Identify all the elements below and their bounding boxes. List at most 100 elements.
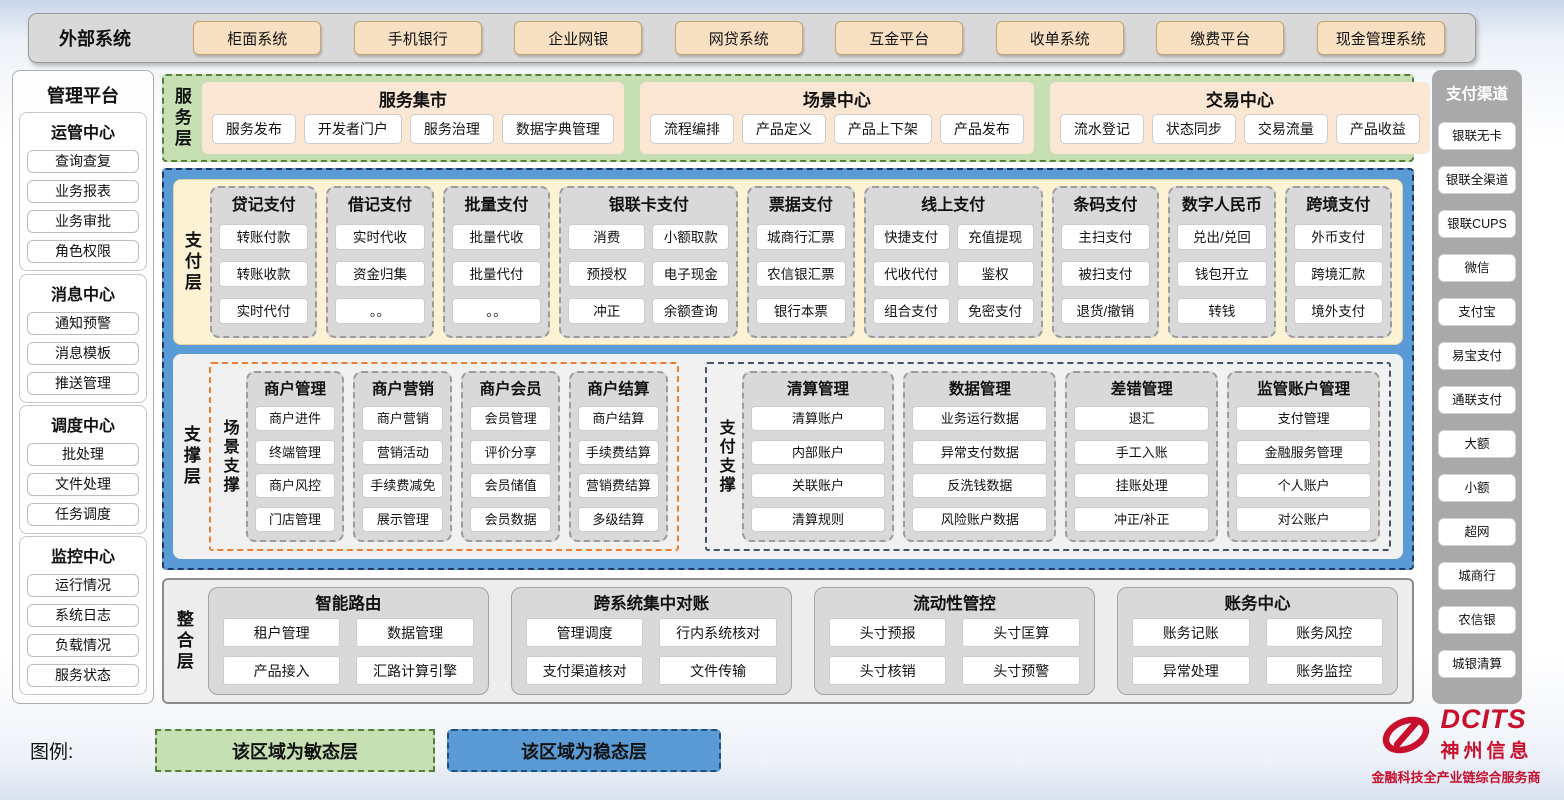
management-group-title: 消息中心 — [50, 286, 115, 304]
payment-item-box: 城商行汇票 — [756, 224, 846, 251]
management-item-box: 负载情况 — [27, 634, 139, 657]
support-item-box: 对公账户 — [1236, 506, 1372, 532]
payment-row: 批量代收 — [451, 219, 542, 256]
payment-row: 。。 — [451, 292, 542, 329]
payment-item-box: 退货/撤销 — [1060, 297, 1151, 324]
payment-item-box: 钱包开立 — [1177, 261, 1267, 287]
management-group: 运管中心查询查复业务报表业务审批角色权限 — [19, 112, 147, 272]
support-item-box: 评价分享 — [470, 439, 552, 465]
payment-row: 城商行汇票 — [756, 219, 846, 256]
service-centers: 服务集市服务发布开发者门户服务治理数据字典管理场景中心流程编排产品定义产品上下架… — [201, 82, 1430, 154]
integration-layer: 整合层 智能路由租户管理数据管理产品接入汇路计算引擎跨系统集中对账管理调度行内系… — [162, 578, 1414, 704]
management-item-box: 文件处理 — [27, 472, 139, 496]
payment-row: 实时代付 — [218, 292, 309, 329]
support-column-items: 商户结算手续费结算营销费结算多级结算 — [578, 402, 659, 533]
management-item-box: 服务状态 — [27, 664, 139, 687]
management-platform-panel: 管理平台 运管中心查询查复业务报表业务审批角色权限消息中心通知预警消息模板推送管… — [12, 70, 154, 704]
payment-column-title: 条码支付 — [1073, 197, 1138, 214]
support-column-title: 数据管理 — [948, 381, 1011, 398]
payment-column: 票据支付城商行汇票农信银汇票银行本票 — [747, 186, 855, 338]
support-column: 清算管理清算账户内部账户关联账户清算规则 — [741, 371, 895, 542]
service-layer: 服务层 服务集市服务发布开发者门户服务治理数据字典管理场景中心流程编排产品定义产… — [162, 74, 1430, 162]
integration-group: 账务中心账务记账账务风控异常处理账务监控 — [1116, 587, 1399, 695]
support-group: 场景支撑商户管理商户进件终端管理商户风控门店管理商户营销商户营销营销活动手续费减… — [208, 362, 679, 551]
payment-column-title: 借记支付 — [348, 197, 413, 214]
external-system-box: 网贷系统 — [674, 21, 803, 55]
integration-item-box: 文件传输 — [659, 656, 777, 685]
support-item-box: 手续费减免 — [362, 473, 444, 499]
integration-item-box: 租户管理 — [222, 618, 341, 647]
management-group-title: 监控中心 — [50, 549, 115, 566]
support-column-title: 差错管理 — [1110, 381, 1173, 398]
management-group: 调度中心批处理文件处理任务调度 — [19, 404, 147, 534]
payment-row: 快捷支付充值提现 — [872, 219, 1034, 256]
integration-groups: 智能路由租户管理数据管理产品接入汇路计算引擎跨系统集中对账管理调度行内系统核对支… — [207, 587, 1399, 695]
payment-layer: 支付层 贷记支付转账付款转账收款实时代付借记支付实时代收资金归集。。批量支付批量… — [173, 179, 1403, 345]
payment-channel-box: 通联支付 — [1438, 386, 1516, 414]
support-column-title: 商户结算 — [587, 381, 650, 398]
payment-item-box: 电子现金 — [652, 261, 730, 287]
service-center: 交易中心流水登记状态同步交易流量产品收益 — [1049, 82, 1430, 154]
integration-item-box: 头寸核销 — [828, 656, 947, 685]
service-item-box: 状态同步 — [1151, 114, 1236, 144]
dcits-logo-cn: 神州信息 — [1440, 741, 1533, 762]
payment-channel-box: 银联全渠道 — [1438, 166, 1516, 194]
payment-item-box: 银行本票 — [756, 297, 846, 324]
payment-row: 钱包开立 — [1177, 256, 1267, 293]
payment-column: 借记支付实时代收资金归集。。 — [326, 186, 434, 338]
payment-item-box: 兑出/兑回 — [1177, 224, 1267, 251]
support-column-items: 商户营销营销活动手续费减免展示管理 — [362, 402, 444, 533]
payment-row: 退货/撤销 — [1060, 292, 1151, 329]
integration-group-title: 流动性管控 — [913, 595, 996, 613]
support-column: 商户结算商户结算手续费结算营销费结算多级结算 — [569, 371, 668, 542]
external-system-box: 企业网银 — [514, 21, 643, 55]
payment-columns: 贷记支付转账付款转账收款实时代付借记支付实时代收资金归集。。批量支付批量代收批量… — [209, 186, 1393, 338]
payment-item-box: 代收代付 — [872, 261, 950, 287]
payment-column: 银联卡支付消费小额取款预授权电子现金冲正余额查询 — [559, 186, 739, 338]
payment-item-box: 批量代收 — [451, 224, 542, 251]
integration-group: 智能路由租户管理数据管理产品接入汇路计算引擎 — [207, 587, 489, 695]
support-layer-label: 支撑层 — [180, 425, 200, 488]
integration-item-box: 头寸预警 — [962, 656, 1080, 685]
payment-row: 转钱 — [1177, 292, 1267, 329]
service-item-box: 流程编排 — [649, 114, 734, 144]
service-center-title: 交易中心 — [1205, 91, 1274, 110]
support-column-items: 业务运行数据异常支付数据反洗钱数据风险账户数据 — [912, 402, 1048, 533]
management-item-box: 查询查复 — [27, 150, 139, 174]
integration-group-title: 账务中心 — [1224, 595, 1291, 613]
payment-item-box: 批量代付 — [451, 261, 542, 287]
payment-row: 预授权电子现金 — [568, 256, 730, 293]
dcits-logo-names: DCITS 神州信息 — [1440, 706, 1532, 763]
payment-item-box: 转钱 — [1177, 297, 1267, 324]
payment-column-title: 贷记支付 — [231, 197, 296, 214]
support-item-box: 内部账户 — [750, 439, 886, 465]
management-item-box: 业务报表 — [27, 180, 139, 204]
payment-channel-box: 农信银 — [1438, 606, 1516, 634]
support-item-box: 手工入账 — [1074, 439, 1210, 465]
payment-channel-box: 小额 — [1438, 474, 1516, 502]
service-center-items: 流水登记状态同步交易流量产品收益 — [1059, 111, 1420, 147]
integration-item-box: 管理调度 — [525, 618, 644, 647]
integration-group-items: 账务记账账务风控异常处理账务监控 — [1131, 618, 1384, 685]
stable-layer-container: 支付层 贷记支付转账付款转账收款实时代付借记支付实时代收资金归集。。批量支付批量… — [162, 168, 1414, 570]
integration-item-box: 账务记账 — [1131, 618, 1250, 647]
management-item-box: 任务调度 — [27, 502, 139, 526]
management-group-title: 调度中心 — [50, 417, 115, 435]
support-layer: 支撑层 场景支撑商户管理商户进件终端管理商户风控门店管理商户营销商户营销营销活动… — [173, 354, 1403, 559]
payment-item-box: 组合支付 — [872, 297, 950, 324]
integration-item-box: 异常处理 — [1131, 656, 1250, 685]
payment-row: 消费小额取款 — [568, 219, 730, 256]
integration-group-items: 管理调度行内系统核对支付渠道核对文件传输 — [525, 618, 777, 685]
legend-label: 图例: — [30, 742, 74, 763]
payment-row: 境外支付 — [1293, 292, 1384, 329]
integration-item-box: 行内系统核对 — [659, 618, 777, 647]
payment-item-box: 农信银汇票 — [756, 261, 846, 287]
management-group-title: 运管中心 — [50, 125, 115, 143]
support-column: 商户营销商户营销营销活动手续费减免展示管理 — [353, 371, 453, 542]
payment-column: 线上支付快捷支付充值提现代收代付鉴权组合支付免密支付 — [863, 186, 1043, 338]
support-item-box: 关联账户 — [750, 473, 886, 499]
payment-channel-box: 大额 — [1438, 430, 1516, 458]
